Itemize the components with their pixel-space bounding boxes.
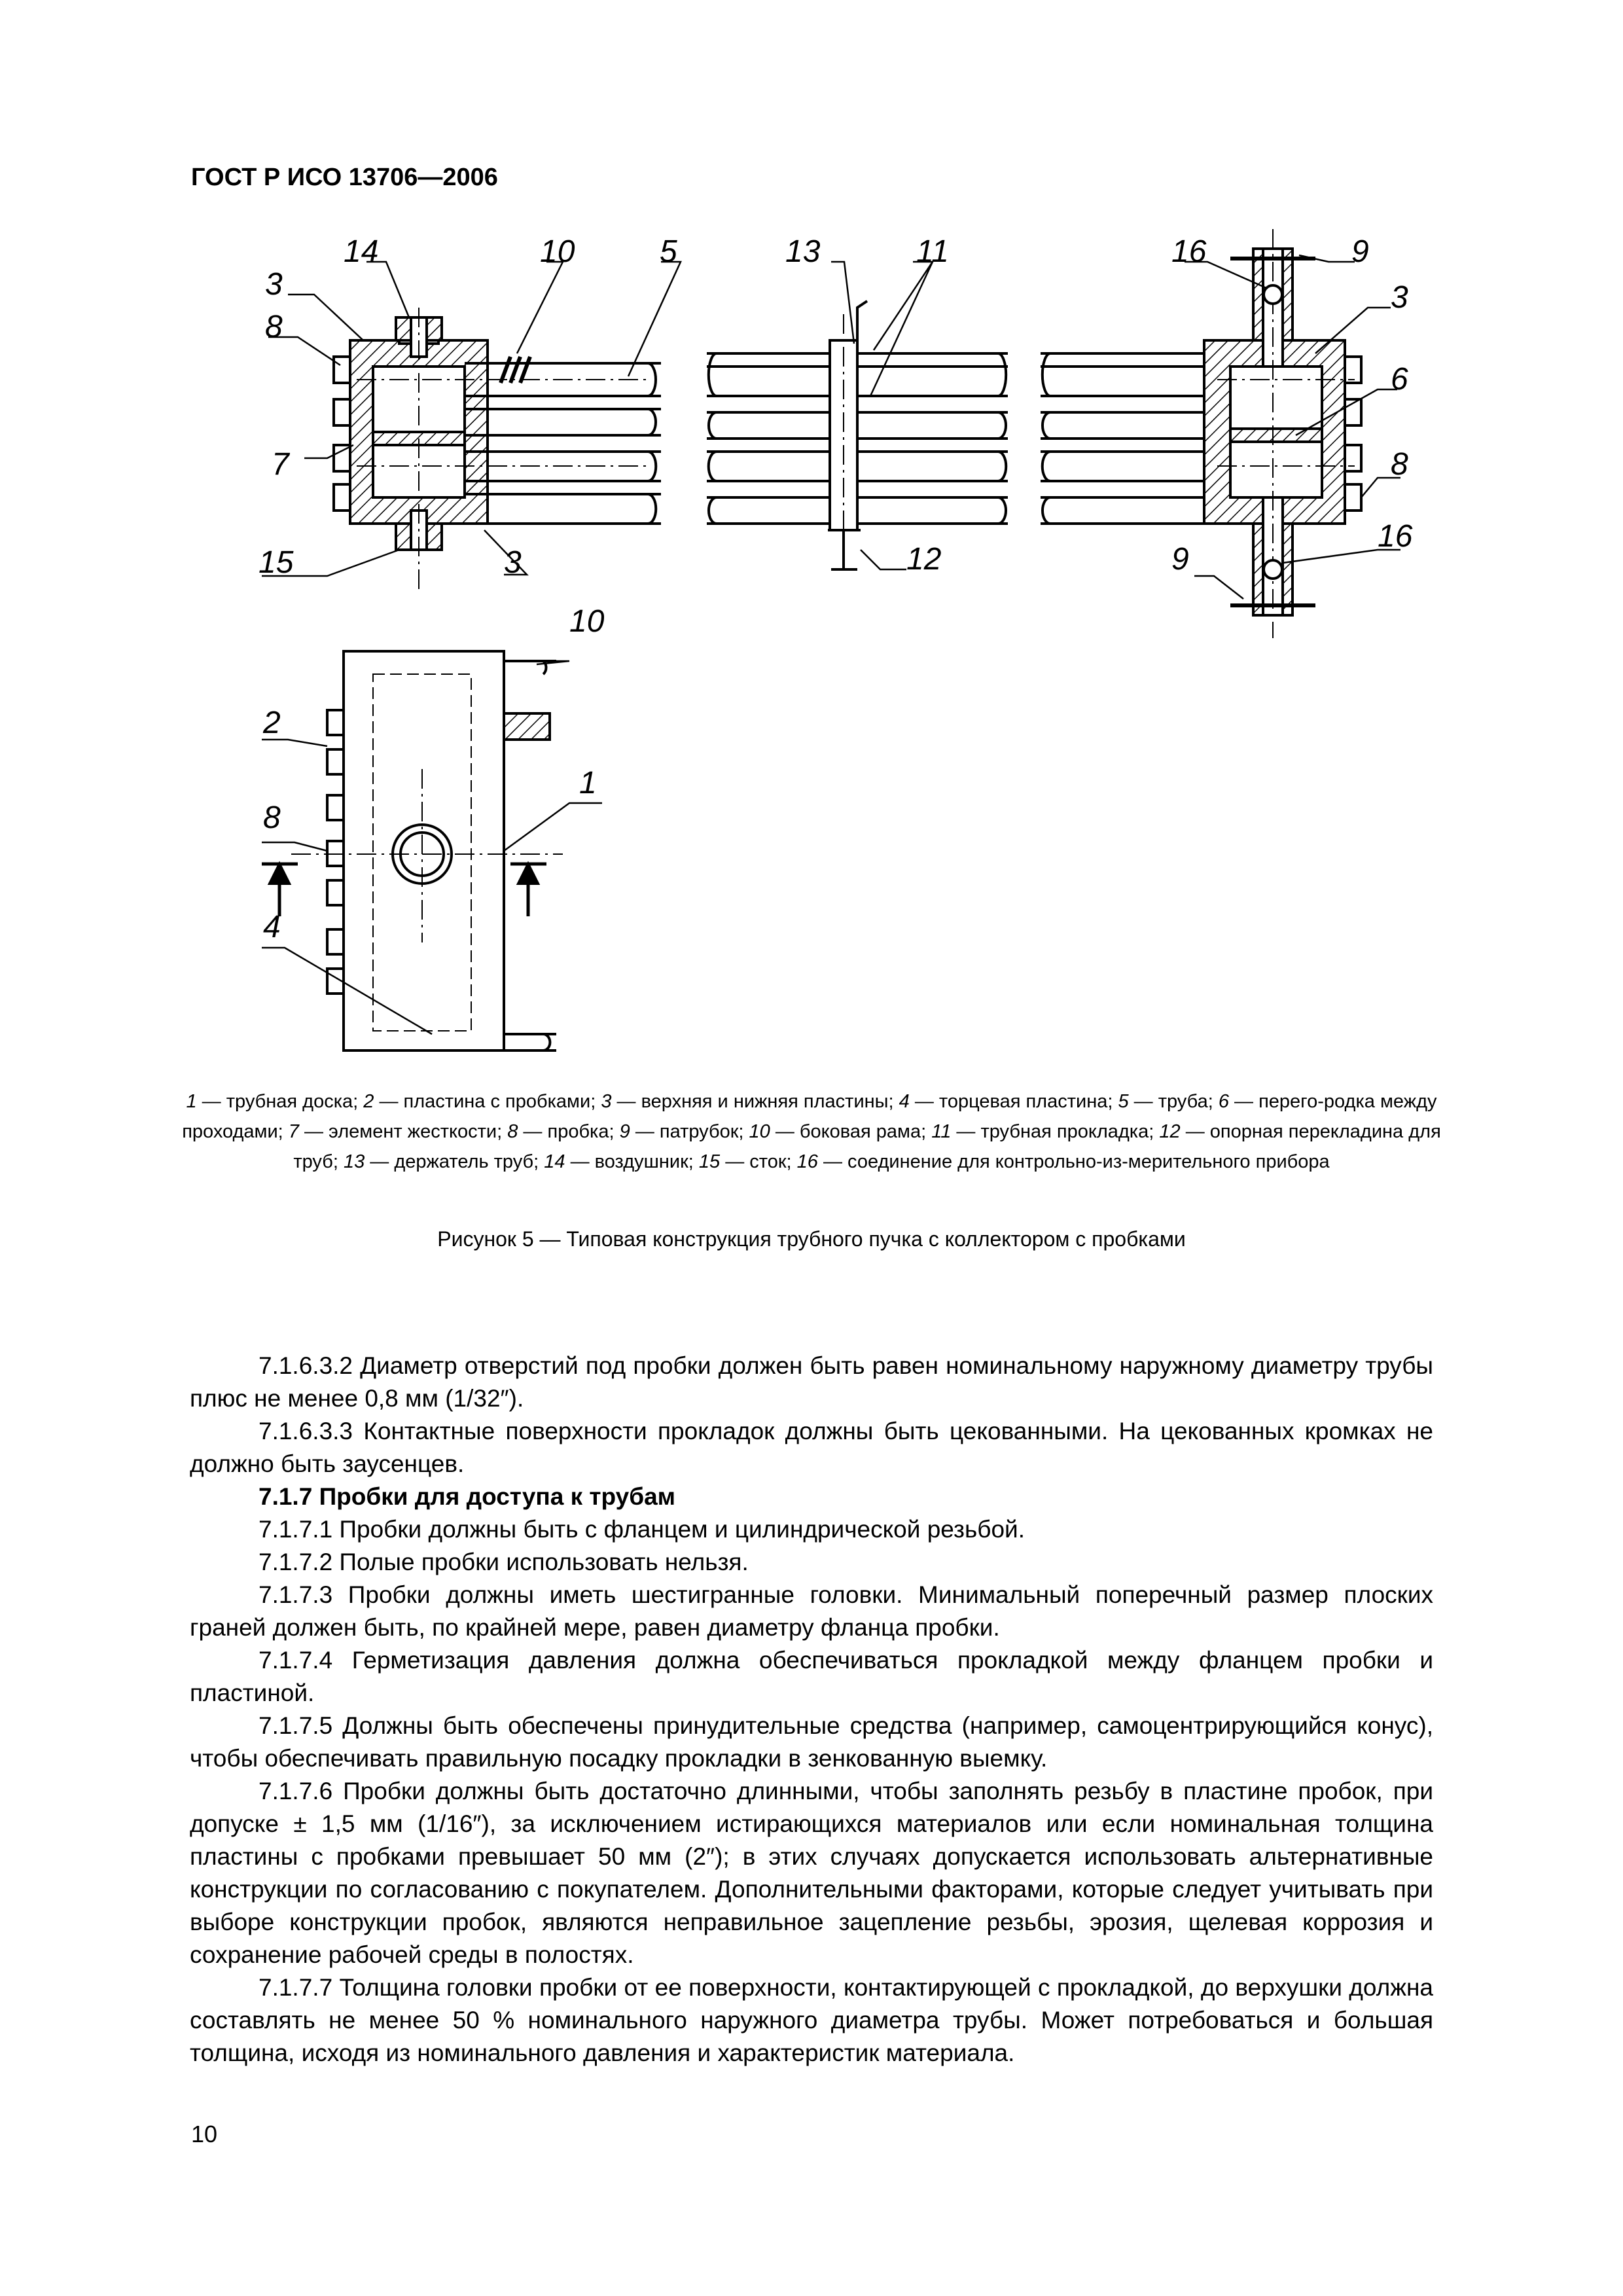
callout-8-bottom: 8 [263, 800, 281, 835]
callout-10-top: 10 [540, 234, 575, 269]
callout-16-bottom: 16 [1378, 519, 1413, 554]
leader-lines [262, 254, 1400, 1035]
legend-number: 4 [899, 1091, 910, 1112]
legend-number: 5 [1118, 1091, 1129, 1112]
legend-text: — трубная доска; [196, 1091, 364, 1112]
legend-text: — пластина с пробками; [374, 1091, 601, 1112]
callout-3-left-top: 3 [265, 267, 283, 302]
callout-1: 1 [579, 766, 597, 800]
paragraph: 7.1.7.7 Толщина головки пробки от ее пов… [190, 1974, 1433, 2066]
paragraph: 7.1.7.2 Полые пробки использовать нельзя… [259, 1549, 749, 1575]
page-number: 10 [191, 2121, 218, 2147]
paragraph: 7.1.7.3 Пробки должны иметь шестигранные… [190, 1581, 1433, 1641]
legend-number: 16 [796, 1151, 818, 1172]
legend-number: 8 [507, 1121, 518, 1142]
callout-7: 7 [272, 447, 291, 482]
callout-8-left: 8 [265, 310, 283, 344]
legend-text: — элемент жесткости; [298, 1121, 508, 1142]
paragraph: 7.1.6.3.3 Контактные поверхности проклад… [190, 1418, 1433, 1477]
figure-legend: 1 — трубная доска; 2 — пластина с пробка… [170, 1086, 1453, 1177]
callout-15: 15 [259, 545, 294, 580]
callout-9-top: 9 [1351, 234, 1369, 269]
callout-8-right: 8 [1391, 447, 1408, 482]
body-text: 7.1.6.3.2 Диаметр отверстий под пробки д… [190, 1350, 1433, 2070]
legend-text: — труба; [1128, 1091, 1219, 1112]
legend-number: 7 [288, 1121, 299, 1142]
legend-text: — пробка; [518, 1121, 620, 1142]
legend-text: — патрубок; [630, 1121, 749, 1142]
paragraph: 7.1.7.4 Герметизация давления должна обе… [190, 1647, 1433, 1706]
callout-3-right: 3 [1391, 280, 1408, 315]
legend-text: — боковая рама; [770, 1121, 932, 1142]
callout-11: 11 [916, 234, 949, 269]
section-heading: 7.1.7 Пробки для доступа к трубам [259, 1483, 676, 1510]
document-header: ГОСТ Р ИСО 13706—2006 [191, 164, 498, 191]
legend-text: — воздушник; [565, 1151, 699, 1172]
callout-14: 14 [344, 234, 378, 269]
legend-number: 3 [601, 1091, 612, 1112]
figure-drawing: 14 10 5 3 8 7 15 3 13 11 12 16 9 3 6 8 1… [259, 229, 1413, 1052]
callout-12: 12 [906, 542, 941, 577]
callout-2: 2 [262, 706, 281, 740]
right-header-section [1041, 229, 1363, 638]
legend-text: — трубная прокладка; [951, 1121, 1160, 1142]
callout-9-bottom: 9 [1171, 542, 1189, 577]
callout-13: 13 [785, 234, 821, 269]
callout-3-left-bottom: 3 [504, 545, 522, 580]
figure-caption: Рисунок 5 — Типовая конструкция трубного… [437, 1227, 1186, 1251]
middle-tube-view [707, 300, 1008, 571]
callout-16-top: 16 [1171, 234, 1207, 269]
callout-4: 4 [263, 910, 281, 944]
legend-number: 11 [931, 1121, 952, 1142]
legend-text: — перего-родка между проходами; [182, 1091, 1437, 1142]
paragraph: 7.1.6.3.2 Диаметр отверстий под пробки д… [190, 1352, 1433, 1412]
legend-text: — торцевая пластина; [909, 1091, 1118, 1112]
legend-number: 9 [619, 1121, 630, 1142]
left-header-section [332, 308, 661, 589]
legend-text: — соединение для контрольно-из-мерительн… [817, 1151, 1330, 1172]
legend-number: 2 [363, 1091, 374, 1112]
legend-number: 13 [343, 1151, 365, 1172]
callout-5: 5 [660, 234, 677, 269]
bottom-front-view [262, 650, 563, 1052]
paragraph: 7.1.7.6 Пробки должны быть достаточно дл… [190, 1778, 1433, 1968]
callout-6: 6 [1391, 362, 1408, 397]
legend-number: 12 [1159, 1121, 1181, 1142]
legend-number: 1 [186, 1091, 197, 1112]
legend-text: — держатель труб; [365, 1151, 544, 1172]
legend-text: — сток; [720, 1151, 797, 1172]
legend-number: 10 [749, 1121, 770, 1142]
callout-10-bottom: 10 [569, 604, 605, 639]
paragraph: 7.1.7.1 Пробки должны быть с фланцем и ц… [259, 1516, 1025, 1543]
legend-text: — опорная перекладина для труб; [293, 1121, 1441, 1172]
legend-text: — верхняя и нижняя пластины; [611, 1091, 899, 1112]
paragraph: 7.1.7.5 Должны быть обеспечены принудите… [190, 1712, 1433, 1772]
legend-number: 15 [698, 1151, 721, 1172]
legend-number: 14 [544, 1151, 565, 1172]
legend-number: 6 [1218, 1091, 1229, 1112]
